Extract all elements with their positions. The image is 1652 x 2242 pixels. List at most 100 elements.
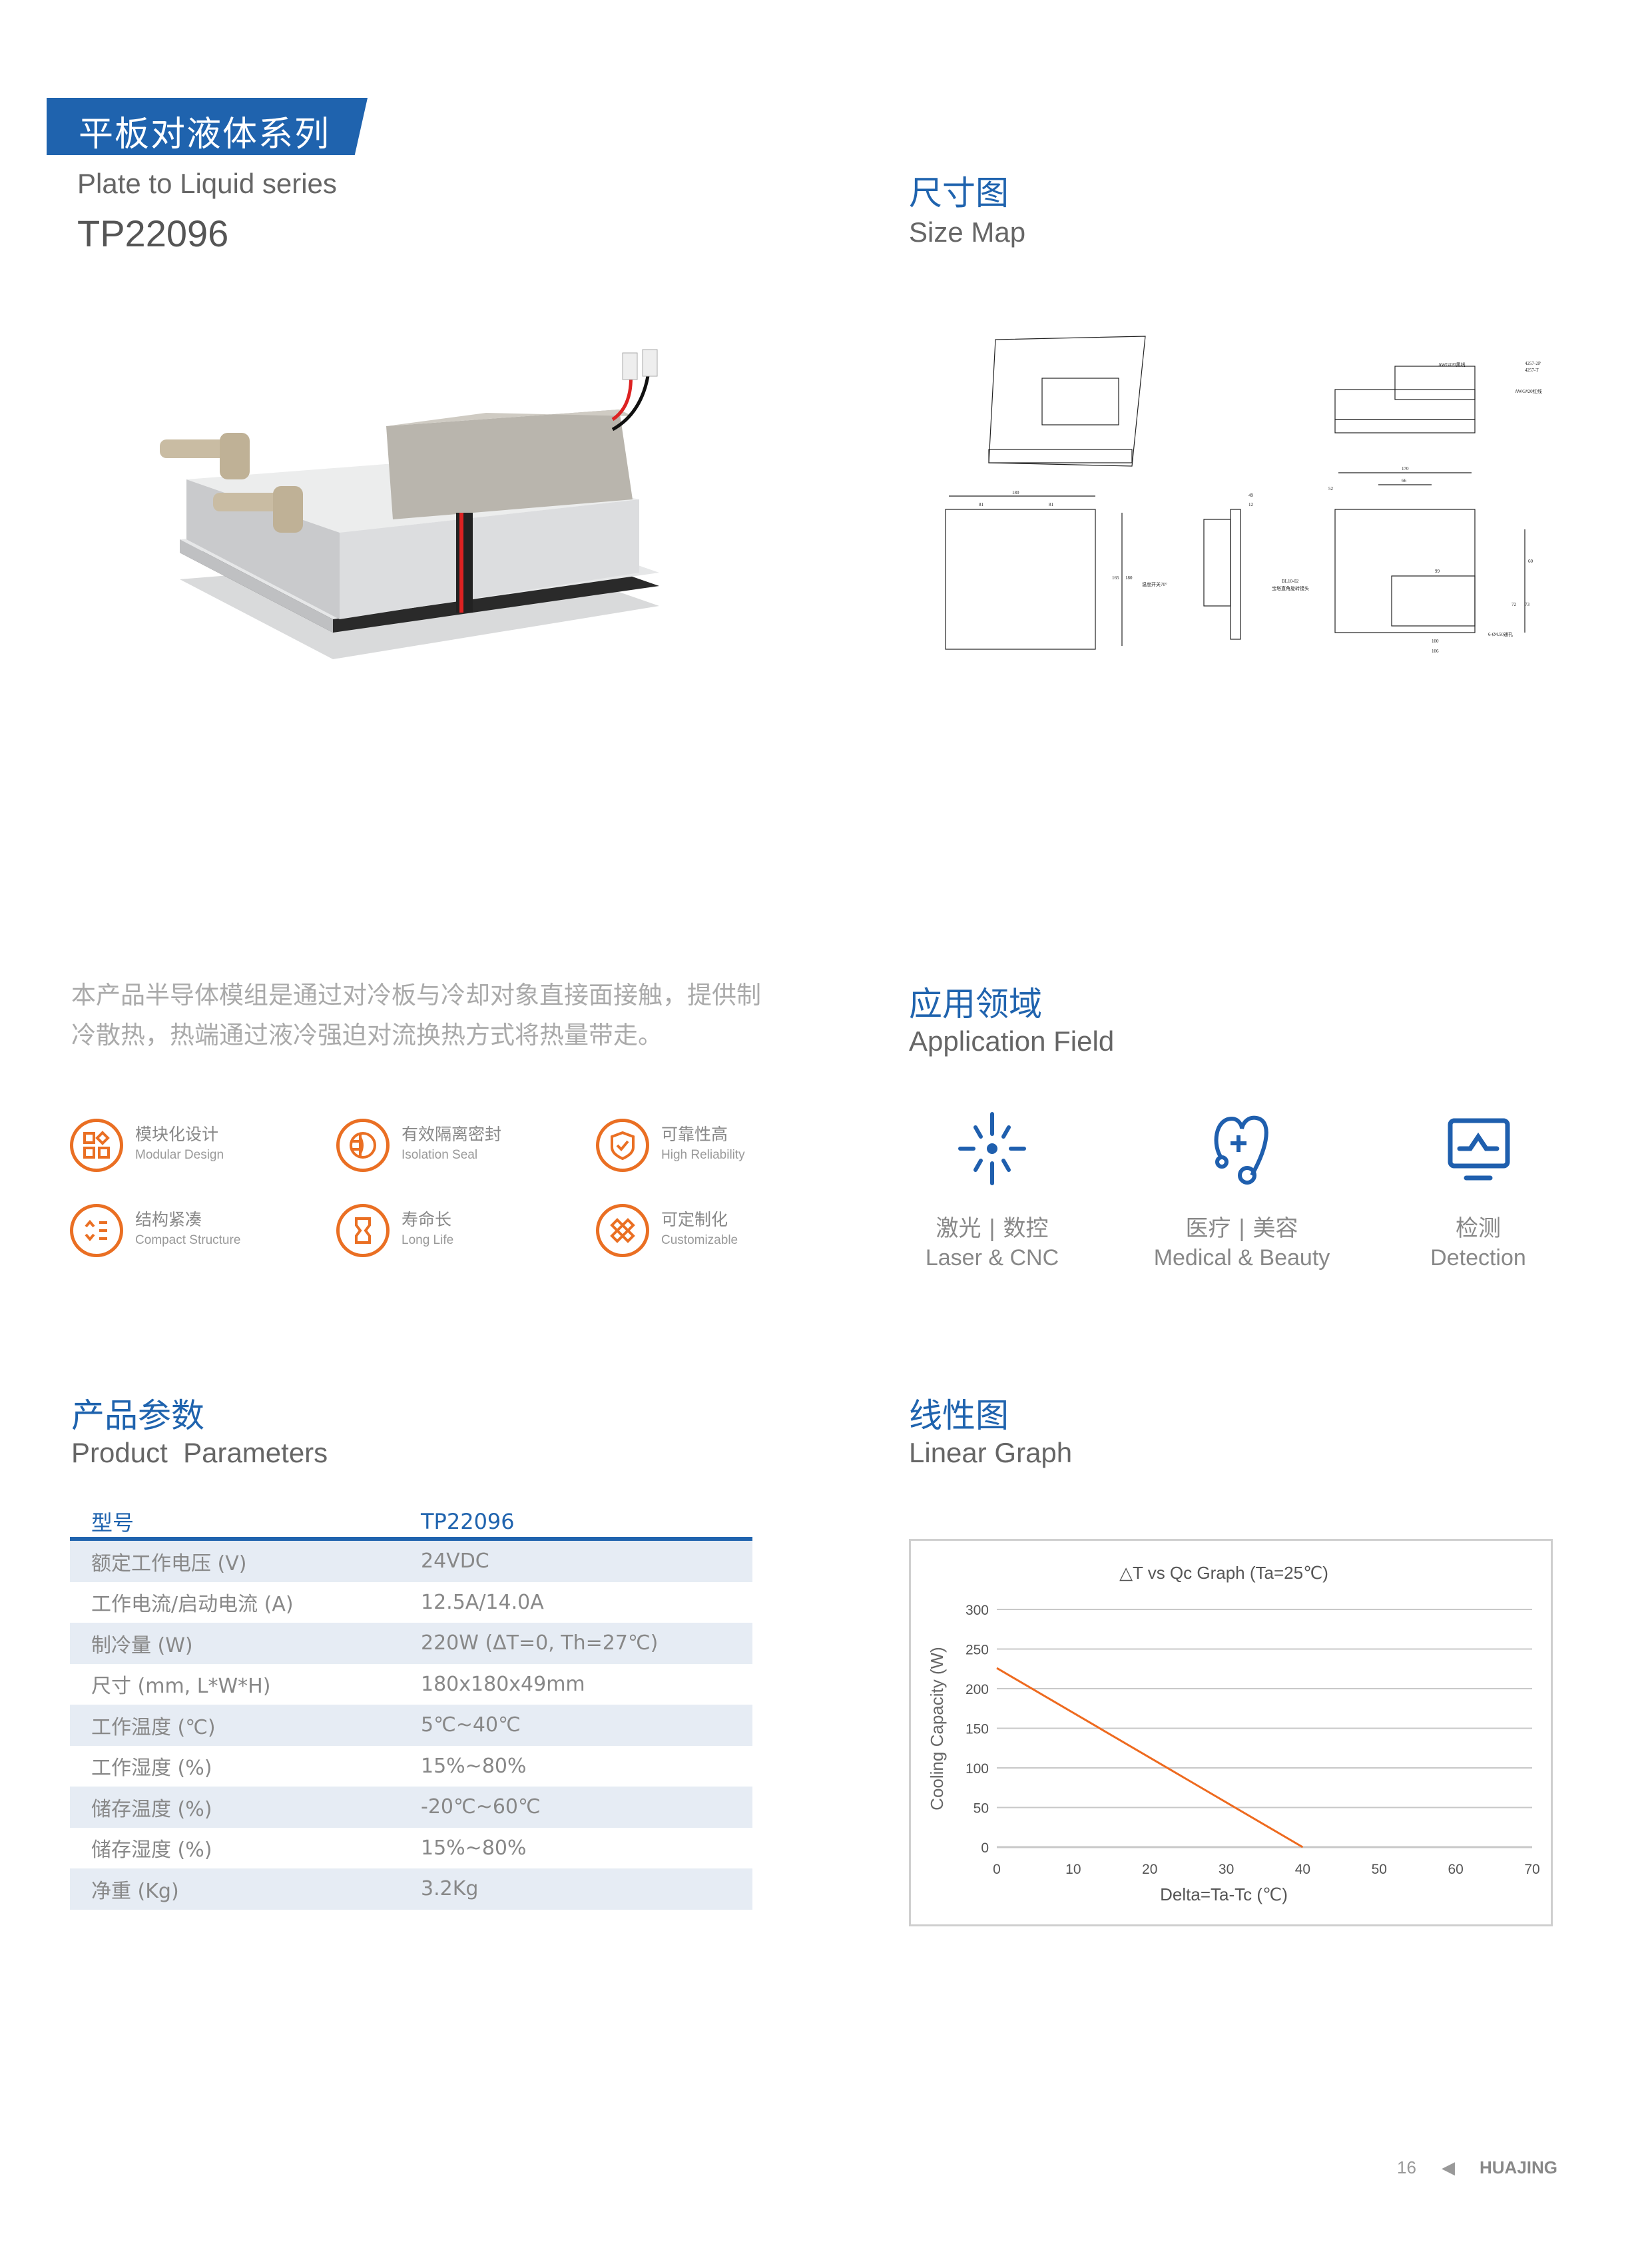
dim-label: 49	[1248, 493, 1254, 498]
param-label: 净重 (Kg)	[70, 1868, 421, 1910]
y-tick-label: 50	[973, 1801, 989, 1817]
modules-icon	[70, 1119, 123, 1172]
application-label-cn: 检测	[1456, 1215, 1501, 1242]
dim-label: AWG#20黑线	[1438, 362, 1466, 368]
feature-label-cn: 结构紧凑	[135, 1210, 202, 1229]
param-value: 12.5A/14.0A	[421, 1590, 544, 1614]
param-value: 3.2Kg	[421, 1868, 752, 1910]
param-label: 尺寸 (mm, L*W*H)	[91, 1675, 271, 1699]
shield-check-icon	[596, 1119, 649, 1172]
y-tick-label: 250	[965, 1643, 989, 1658]
application-detection: 检测 Detection	[1338, 1109, 1618, 1271]
application-title-en: Application Field	[909, 1025, 1115, 1057]
table-row: 工作湿度 (%)15%~80%	[70, 1746, 752, 1787]
table-row: 净重 (Kg)3.2Kg	[70, 1868, 752, 1910]
feature-seal: 有效隔离密封 Isolation Seal	[336, 1119, 589, 1179]
product-description: 本产品半导体模组是通过对冷板与冷却对象直接面接触，提供制冷散热，热端通过液冷强迫…	[71, 981, 761, 1049]
param-value: 180x180x49mm	[421, 1672, 585, 1696]
table-row: 工作电流/启动电流 (A)12.5A/14.0A	[70, 1582, 752, 1623]
feature-reliability: 可靠性高 High Reliability	[596, 1119, 849, 1179]
application-label-en: Detection	[1430, 1245, 1526, 1270]
x-tick-label: 50	[1372, 1862, 1387, 1877]
page-number: 16	[1397, 2157, 1416, 2177]
param-label: 制冷量 (W)	[70, 1623, 421, 1664]
feature-label-cn: 可靠性高	[661, 1125, 728, 1144]
table-row: 额定工作电压 (V)24VDC	[70, 1539, 752, 1582]
x-tick-label: 30	[1219, 1862, 1234, 1877]
series-banner: 平板对液体系列	[47, 98, 368, 155]
y-tick-label: 0	[981, 1840, 989, 1856]
x-tick-label: 0	[993, 1862, 1001, 1877]
dim-label: 60	[1528, 559, 1533, 564]
table-row: 储存湿度 (%) 15%~80%	[70, 1828, 752, 1869]
feature-label-en: Modular Design	[135, 1148, 224, 1162]
feature-long-life: 寿命长 Long Life	[336, 1204, 589, 1264]
brand-name: HUAJING	[1480, 2157, 1558, 2177]
application-title-cn: 应用领域	[909, 985, 1042, 1023]
model-number: TP22096	[77, 212, 229, 254]
feature-label-en: Customizable	[661, 1233, 738, 1247]
feature-label-en: Compact Structure	[135, 1233, 241, 1247]
dim-label: 81	[1049, 502, 1054, 507]
x-tick-label: 20	[1142, 1862, 1157, 1877]
param-label: 工作温度 (℃)	[70, 1705, 421, 1746]
medical-heart-icon	[1214, 1115, 1268, 1185]
application-label-en: Laser & CNC	[925, 1245, 1059, 1270]
graph-title-cn: 线性图	[909, 1396, 1009, 1435]
dim-label: 66	[1402, 478, 1407, 483]
x-tick-label: 40	[1295, 1862, 1310, 1877]
application-laser: 激光 | 数控 Laser & CNC	[852, 1109, 1132, 1271]
param-label: 储存湿度 (%)	[91, 1838, 212, 1862]
dim-label: 52	[1328, 486, 1334, 491]
param-value: 15%~80%	[421, 1836, 527, 1860]
x-tick-label: 70	[1524, 1862, 1539, 1877]
dim-label: 100	[1432, 639, 1439, 644]
y-tick-label: 200	[965, 1682, 989, 1697]
param-value: 24VDC	[421, 1539, 752, 1582]
dim-label: 12	[1248, 502, 1254, 507]
dim-label: 72	[1512, 602, 1517, 607]
product-image	[160, 349, 659, 659]
laser-icon	[958, 1112, 1026, 1185]
dim-label: 81	[979, 502, 984, 507]
header-value: TP22096	[421, 1506, 752, 1541]
series-title-cn: 平板对液体系列	[79, 115, 331, 154]
feature-label-en: Long Life	[402, 1233, 454, 1247]
dim-label: AWG#20红线	[1515, 388, 1542, 394]
application-medical: 医疗 | 美容 Medical & Beauty	[1102, 1109, 1382, 1271]
table-row: 制冷量 (W)220W (ΔT=0, Th=27℃)	[70, 1623, 752, 1664]
dim-label: 180	[1012, 490, 1019, 495]
application-label-cn: 激光 | 数控	[936, 1215, 1049, 1242]
application-label-en: Medical & Beauty	[1153, 1245, 1330, 1270]
size-map-drawing: 180 81 81 165 180 49 12 温度开关70° 170 66 5…	[945, 336, 1542, 654]
seal-icon	[336, 1119, 390, 1172]
feature-label-cn: 模块化设计	[135, 1125, 219, 1144]
param-value: -20℃~60℃	[421, 1787, 752, 1828]
application-label-cn: 医疗 | 美容	[1185, 1215, 1298, 1242]
dim-label: 4257-2P	[1525, 361, 1541, 366]
param-value: 220W (ΔT=0, Th=27℃)	[421, 1623, 752, 1664]
y-tick-label: 100	[965, 1761, 989, 1777]
param-value: 5℃~40℃	[421, 1705, 752, 1746]
table-row: 储存温度 (%)-20℃~60℃	[70, 1787, 752, 1828]
feature-compact: 结构紧凑 Compact Structure	[70, 1204, 323, 1264]
feature-label-cn: 有效隔离密封	[402, 1125, 502, 1144]
param-label: 额定工作电压 (V)	[70, 1539, 421, 1582]
dim-label: 6-Ø4.50通孔	[1488, 631, 1513, 637]
x-tick-label: 10	[1065, 1862, 1081, 1877]
tools-icon	[596, 1204, 649, 1257]
feature-customizable: 可定制化 Customizable	[596, 1204, 849, 1264]
feature-modular: 模块化设计 Modular Design	[70, 1119, 323, 1179]
chart-svg: △T vs Qc Graph (Ta=25℃) 0501001502002503…	[927, 1563, 1540, 1904]
params-table: 型号 TP22096 额定工作电压 (V)24VDC 工作电流/启动电流 (A)…	[70, 1506, 752, 1910]
y-tick-label: 300	[965, 1603, 989, 1618]
table-header-row: 型号 TP22096	[70, 1506, 752, 1541]
dim-label: 4257-T	[1525, 368, 1539, 373]
header-label: 型号	[70, 1506, 421, 1541]
x-axis-label: Delta=Ta-Tc (℃)	[1160, 1884, 1288, 1904]
param-label: 储存温度 (%)	[70, 1787, 421, 1828]
dim-label: 106	[1432, 649, 1439, 654]
series-title-en: Plate to Liquid series	[77, 168, 337, 199]
dim-label: 73	[1525, 602, 1530, 607]
hourglass-icon	[336, 1204, 390, 1257]
